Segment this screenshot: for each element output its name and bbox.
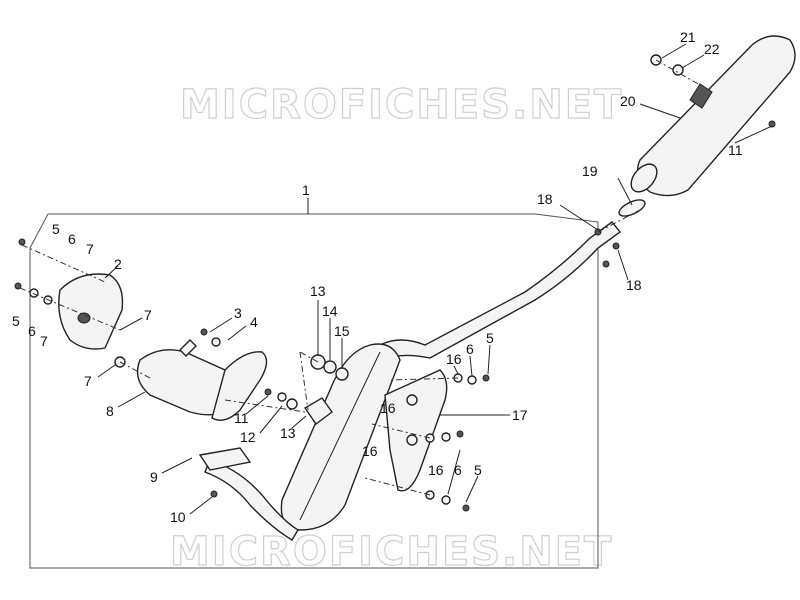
callout-13-upper: 13 — [310, 283, 326, 299]
link-pipe — [379, 221, 622, 362]
callout-13-lower: 13 — [280, 425, 296, 441]
callout-12: 12 — [240, 429, 256, 445]
callout-7-top: 7 — [86, 241, 94, 257]
gasket — [618, 199, 646, 217]
callout-16-mid: 16 — [380, 400, 396, 416]
callout-6-right-lower: 6 — [454, 462, 462, 478]
callout-9: 9 — [150, 469, 158, 485]
callout-11-lower: 11 — [234, 410, 249, 426]
callout-14: 14 — [322, 303, 338, 319]
callout-3: 3 — [234, 305, 242, 321]
callout-11-upper: 11 — [728, 142, 743, 158]
callout-5-right-lower: 5 — [474, 462, 482, 478]
callout-7-left: 7 — [40, 333, 48, 349]
callout-19: 19 — [582, 163, 598, 179]
callout-16-left: 16 — [362, 443, 378, 459]
mount-clip — [303, 397, 333, 425]
callout-1: 1 — [302, 182, 310, 198]
bracket — [384, 369, 448, 492]
callout-8: 8 — [106, 403, 114, 419]
muffler — [630, 35, 796, 197]
callout-15: 15 — [334, 323, 350, 339]
reed-silencer — [136, 339, 268, 421]
callout-7-shield: 7 — [144, 307, 152, 323]
callout-5-left: 5 — [12, 313, 20, 329]
callout-6-top: 6 — [68, 231, 76, 247]
callout-2: 2 — [114, 256, 122, 272]
callout-labels: 1 2 3 4 5 5 5 5 6 6 6 6 7 7 7 7 8 9 10 1… — [12, 29, 743, 525]
callout-4: 4 — [250, 314, 258, 330]
callout-6-left: 6 — [28, 323, 36, 339]
watermark-top: MICROFICHES.NET — [180, 82, 623, 128]
callout-18-upper: 18 — [537, 191, 553, 207]
assembly-frame — [29, 198, 599, 569]
callout-16-lower-right: 16 — [428, 462, 444, 478]
assembly-lines — [19, 59, 701, 496]
callout-22: 22 — [704, 41, 720, 57]
callout-5-top: 5 — [52, 221, 60, 237]
callout-6-right-upper: 6 — [466, 341, 474, 357]
callout-5-right-upper: 5 — [486, 330, 494, 346]
callout-16-upper-right: 16 — [446, 351, 462, 367]
heat-shield — [58, 273, 124, 350]
callout-10: 10 — [170, 509, 186, 525]
callout-18-lower: 18 — [626, 277, 642, 293]
callout-7-lower: 7 — [84, 373, 92, 389]
leader-lines — [97, 43, 773, 515]
callout-21: 21 — [680, 29, 696, 45]
header-pipe — [198, 447, 299, 541]
callout-17: 17 — [512, 407, 528, 423]
callout-20: 20 — [620, 93, 636, 109]
